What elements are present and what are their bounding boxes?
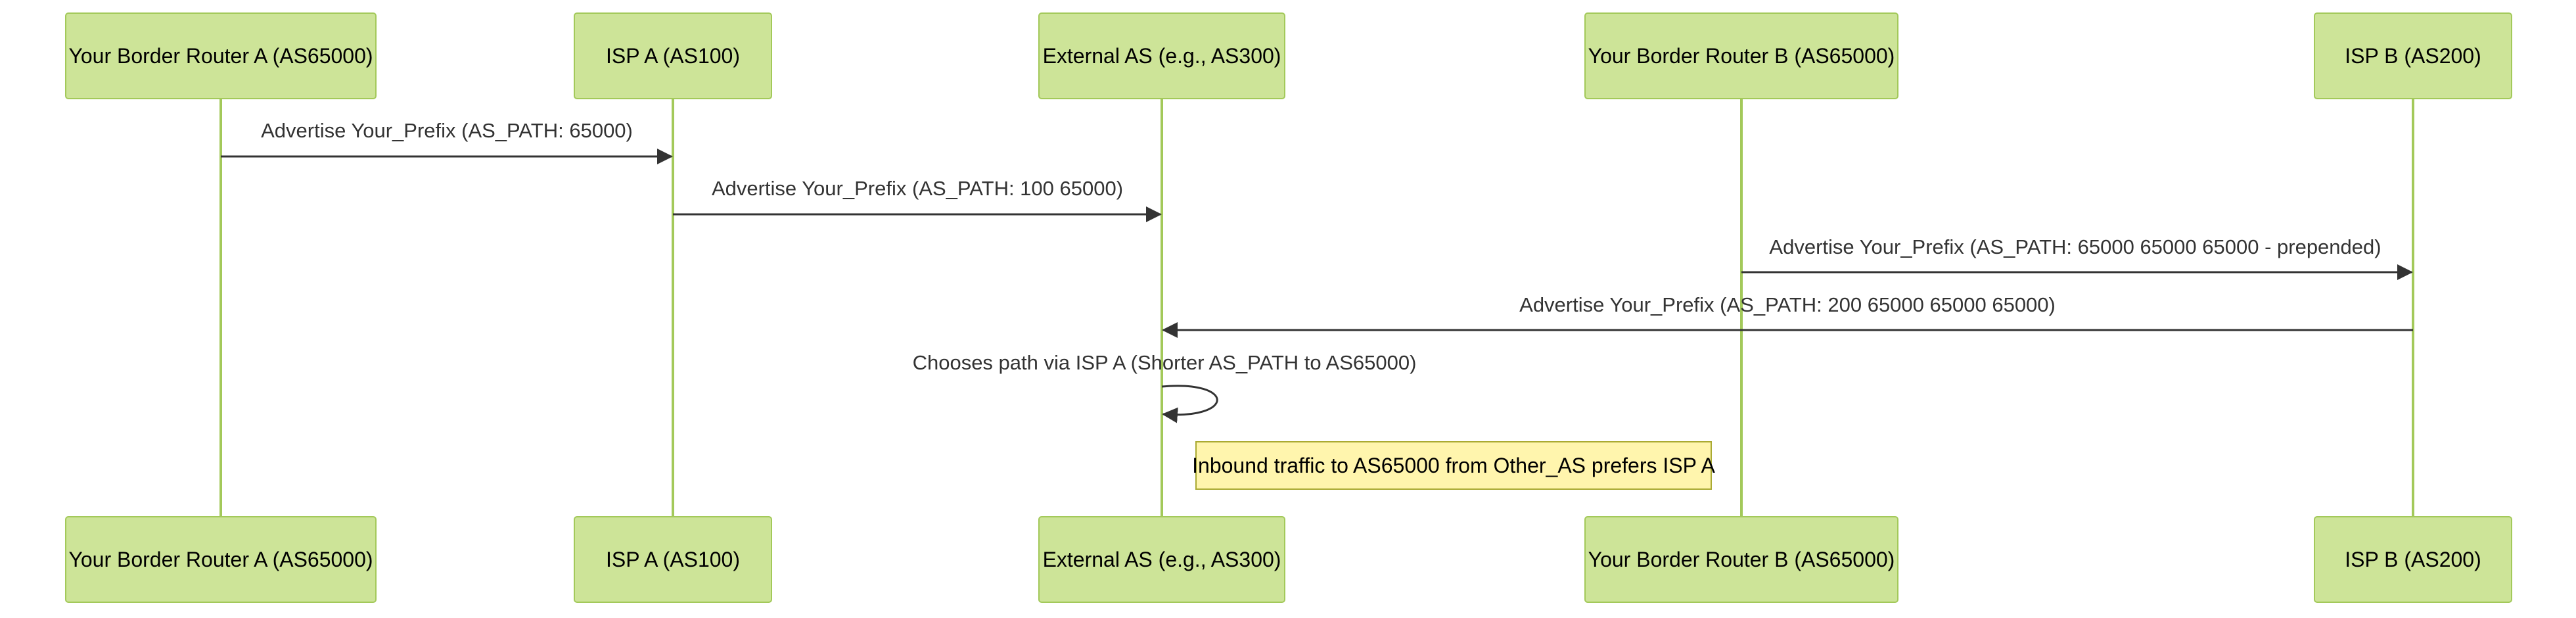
actor-label: ISP B (AS200) [2345, 548, 2481, 571]
note: Inbound traffic to AS65000 from Other_AS… [1192, 441, 1716, 490]
message-4: Advertise Your_Prefix (AS_PATH: 200 6500… [1162, 293, 2413, 338]
lifelines [219, 99, 2414, 517]
actor-label: Your Border Router A (AS65000) [68, 548, 373, 571]
actor-isp-a-top: ISP A (AS100) [574, 12, 772, 99]
message-3: Advertise Your_Prefix (AS_PATH: 65000 65… [1741, 235, 2413, 280]
actor-router-a-top: Your Border Router A (AS65000) [65, 12, 377, 99]
actor-external-as-top: External AS (e.g., AS300) [1038, 12, 1285, 99]
message-label: Chooses path via ISP A (Shorter AS_PATH … [913, 351, 1417, 374]
actors-bottom: Your Border Router A (AS65000) ISP A (AS… [65, 516, 2512, 603]
actor-label: ISP A (AS100) [606, 44, 740, 68]
message-label: Advertise Your_Prefix (AS_PATH: 200 6500… [1519, 293, 2056, 316]
note-text: Inbound traffic to AS65000 from Other_AS… [1192, 454, 1715, 477]
actor-label: ISP B (AS200) [2345, 44, 2481, 68]
message-2: Advertise Your_Prefix (AS_PATH: 100 6500… [673, 177, 1162, 222]
message-5-self: Chooses path via ISP A (Shorter AS_PATH … [913, 351, 1417, 423]
actor-router-b-top: Your Border Router B (AS65000) [1584, 12, 1898, 99]
message-1: Advertise Your_Prefix (AS_PATH: 65000) [221, 119, 673, 164]
actor-label: ISP A (AS100) [606, 548, 740, 571]
actor-label: External AS (e.g., AS300) [1043, 44, 1281, 68]
actor-isp-b-top: ISP B (AS200) [2314, 12, 2512, 99]
actor-isp-b-bottom: ISP B (AS200) [2314, 516, 2512, 603]
actor-external-as-bottom: External AS (e.g., AS300) [1038, 516, 1285, 603]
actor-router-a-bottom: Your Border Router A (AS65000) [65, 516, 377, 603]
actors-top: Your Border Router A (AS65000) ISP A (AS… [65, 12, 2512, 99]
message-label: Advertise Your_Prefix (AS_PATH: 65000) [261, 119, 633, 142]
actor-router-b-bottom: Your Border Router B (AS65000) [1584, 516, 1898, 603]
messages: Advertise Your_Prefix (AS_PATH: 65000) A… [221, 119, 2413, 423]
message-label: Advertise Your_Prefix (AS_PATH: 100 6500… [712, 177, 1123, 200]
actor-isp-a-bottom: ISP A (AS100) [574, 516, 772, 603]
self-loop-arrow [1161, 385, 1218, 423]
actor-label: Your Border Router B (AS65000) [1588, 44, 1895, 68]
actor-label: Your Border Router B (AS65000) [1588, 548, 1895, 571]
actor-label: Your Border Router A (AS65000) [68, 44, 373, 68]
actor-label: External AS (e.g., AS300) [1043, 548, 1281, 571]
message-label: Advertise Your_Prefix (AS_PATH: 65000 65… [1769, 235, 2381, 258]
